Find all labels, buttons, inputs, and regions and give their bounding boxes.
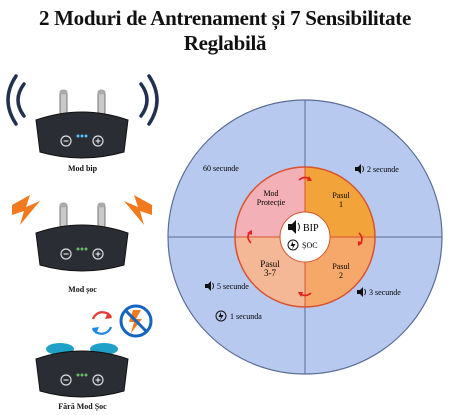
- segment-protection-label-2: Protecție: [257, 198, 286, 207]
- center-disc: [279, 211, 331, 263]
- collar-receiver-icon: [35, 202, 129, 272]
- segment-step2-label-2: 2: [339, 271, 343, 280]
- outer-label-2-seconds: 2 secunde: [367, 165, 399, 174]
- segment-step1-label-1: Pasul: [332, 191, 350, 200]
- segment-protection-label-1: Mod: [263, 189, 278, 198]
- speaker-icon: [355, 164, 364, 174]
- shock-badge-icon: [287, 239, 299, 251]
- center-soc-label: ȘOC: [302, 241, 318, 250]
- speaker-icon: [288, 220, 300, 234]
- sound-waves-icon: [6, 74, 159, 126]
- speaker-icon: [357, 287, 366, 297]
- outer-label-1-second: 1 secunda: [230, 312, 262, 321]
- no-shock-icon: [119, 304, 153, 338]
- beep-collar-illustration: [6, 74, 159, 159]
- outer-label-3-seconds: 3 secunde: [369, 288, 401, 297]
- collar-receiver-icon: [35, 89, 129, 159]
- segment-step2-label-1: Pasul: [332, 262, 350, 271]
- beep-mode-caption: Mod bip: [67, 164, 98, 173]
- outer-label-5-seconds: 5 secunde: [217, 282, 249, 291]
- rotation-arrows-icon: [247, 176, 363, 297]
- shock-mode-caption: Mod șoc: [68, 285, 97, 294]
- no-shock-collar-illustration: [35, 304, 153, 398]
- swap-arrows-icon: [91, 311, 113, 335]
- page-title: 2 Moduri de Antrenament și 7 Sensibilita…: [38, 6, 412, 55]
- no-shock-mode-caption: Fără Mod Șoc: [58, 402, 107, 411]
- collar-receiver-icon: [35, 343, 129, 398]
- shock-badge-icon: [215, 310, 227, 322]
- device-column: Mod bip Mod șoc: [0, 40, 165, 415]
- segment-step1-label-2: 1: [339, 200, 343, 209]
- lightning-icon: [12, 195, 152, 225]
- segment-step3-7-label-1: Pasul: [260, 259, 280, 269]
- speaker-icon: [205, 281, 214, 291]
- shock-collar-illustration: [12, 195, 152, 272]
- mode-wheel: BIP ȘOC Mod Protecție Pasul 1 Pasul 2 Pa…: [167, 99, 443, 375]
- center-bip-label: BIP: [303, 223, 319, 234]
- segment-step3-7-label-2: 3-7: [264, 268, 276, 278]
- outer-label-60-seconds: 60 secunde: [203, 164, 239, 173]
